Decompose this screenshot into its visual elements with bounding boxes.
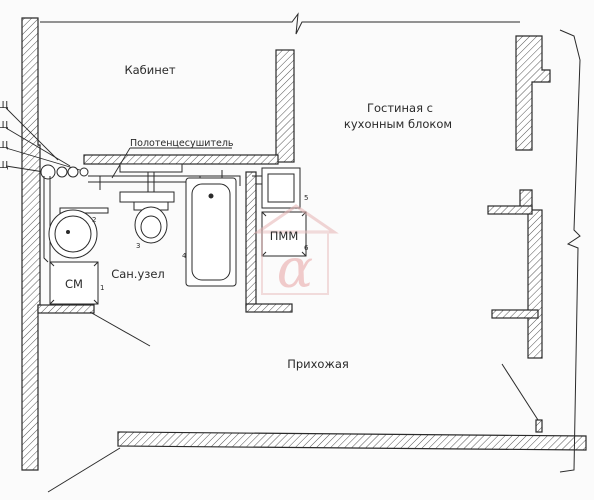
walls (21, 17, 587, 471)
bathroom-bottom-wall (37, 304, 95, 314)
room-label-hallway: Прихожая (287, 357, 349, 371)
item-number-2: 2 (92, 216, 96, 224)
bathroom-bottom-wall-right (245, 303, 293, 313)
room-label-living-2: кухонным блоком (344, 117, 452, 131)
dishwasher-label: ПММ (270, 229, 299, 243)
cabinet-unit-5 (261, 167, 301, 209)
bottom-exterior-wall (117, 431, 587, 451)
riser-circle-1 (40, 164, 56, 180)
right-wall-lower (527, 209, 543, 359)
sink-cabinet (119, 191, 175, 203)
riser-label-2: Щ (0, 120, 9, 131)
dishwasher (261, 211, 307, 257)
watermark-glyph: α (277, 237, 313, 300)
washing-machine (49, 261, 99, 305)
entry-door-jamb (535, 419, 543, 433)
room-label-living-1: Гостиная с (367, 101, 433, 115)
towel-dryer (119, 163, 183, 173)
watermark-logo: α (253, 204, 339, 300)
riser-label-4: Щ (0, 160, 9, 171)
riser-label-1: Щ (0, 100, 9, 111)
riser-label-3: Щ (0, 140, 9, 151)
living-partition-bottom (491, 309, 539, 319)
item-number-3: 3 (136, 242, 140, 250)
outline-lines (40, 12, 581, 493)
room-label-bathroom: Сан.узел (111, 267, 165, 281)
item-number-4: 4 (182, 252, 187, 260)
riser-leaders (5, 107, 232, 179)
living-partition-top (487, 205, 533, 215)
left-exterior-wall (21, 17, 41, 471)
riser-circle-3 (67, 166, 79, 178)
washbasin (48, 209, 98, 259)
bathtub (185, 177, 237, 287)
right-wall-top (515, 35, 551, 151)
riser-circle-2 (56, 166, 68, 178)
pipe-risers (40, 164, 89, 180)
item-number-6: 6 (304, 244, 309, 252)
item-number-5: 5 (304, 194, 308, 202)
toilet (133, 201, 169, 244)
bathroom-right-wall (245, 171, 257, 309)
piping (43, 170, 268, 263)
bathroom-top-wall (83, 154, 279, 165)
cabinet-right-wall (275, 49, 295, 163)
item-number-1: 1 (100, 284, 104, 292)
riser-circle-4 (79, 167, 89, 177)
room-label-cabinet: Кабинет (124, 63, 175, 77)
towel-dryer-label: Полотенцесушитель (130, 138, 234, 149)
washing-machine-label: СМ (65, 277, 83, 291)
